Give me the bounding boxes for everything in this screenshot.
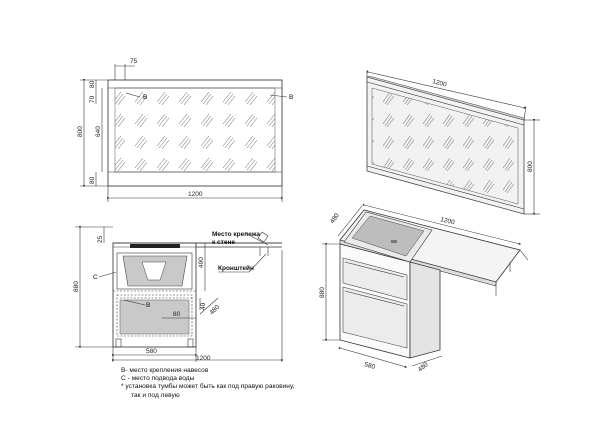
note-line-4: так и под левую bbox=[131, 391, 180, 399]
mirror-frame bbox=[107, 79, 283, 187]
label-mount: Место крепежа bbox=[212, 231, 260, 238]
note-line-1: В- место крепления навесов bbox=[121, 367, 209, 374]
dim-40: 40 bbox=[200, 302, 207, 310]
dim-490: 490 bbox=[198, 257, 205, 268]
mark-b-right: B bbox=[289, 94, 293, 101]
cabinet-iso-view: 480 1200 880 580 480 bbox=[319, 203, 529, 374]
dim-800-iso: 800 bbox=[527, 161, 534, 172]
dim-480-front: 480 bbox=[208, 304, 221, 317]
dim-480-iso-top: 480 bbox=[329, 212, 341, 225]
drawer-top-iso bbox=[342, 257, 408, 301]
cabinet-front-view: C B Место крепежа к стене Кронштейн 880 … bbox=[73, 225, 284, 362]
dim-480-iso-bottom: 480 bbox=[417, 361, 430, 374]
dim-880-front: 880 bbox=[73, 281, 80, 292]
mark-c: C bbox=[93, 274, 98, 281]
sink-edge bbox=[130, 244, 180, 248]
dim-80-bottom: 80 bbox=[89, 176, 96, 184]
dim-1200-cabinet: 1200 bbox=[196, 355, 211, 362]
dim-580-front: 580 bbox=[146, 348, 157, 355]
dim-800-front: 800 bbox=[77, 126, 84, 137]
dim-75: 75 bbox=[130, 58, 138, 65]
dim-880-iso: 880 bbox=[319, 287, 326, 298]
dim-640: 640 bbox=[95, 126, 102, 137]
dim-1200-iso: 1200 bbox=[440, 216, 456, 226]
label-bracket: Кронштейн bbox=[218, 264, 254, 272]
dim-580-iso: 580 bbox=[363, 361, 376, 371]
lower-drawer-shade bbox=[119, 299, 190, 335]
label-mount-2: к стене bbox=[212, 239, 235, 246]
note-line-2: С - место подвода воды bbox=[121, 375, 195, 383]
notes-block: В- место крепления навесов С - место под… bbox=[121, 367, 294, 400]
dim-25: 25 bbox=[97, 235, 104, 243]
note-line-3: * установка тумбы может быть как под пра… bbox=[121, 383, 295, 391]
mirror-glass bbox=[114, 87, 276, 173]
dim-80-top: 80 bbox=[89, 80, 96, 88]
cabinet-body bbox=[112, 242, 197, 348]
dim-1200-iso-mirror: 1200 bbox=[431, 78, 447, 89]
dim-80-cabinet: 80 bbox=[173, 311, 181, 318]
mark-b-left: B bbox=[143, 94, 147, 101]
mark-b-cabinet: B bbox=[146, 302, 150, 309]
mirror-front-view: B B 75 800 80 70 640 80 1200 bbox=[77, 58, 293, 202]
dim-1200-front: 1200 bbox=[188, 191, 203, 198]
dim-70: 70 bbox=[89, 95, 96, 103]
mirror-iso-view: 1200 800 bbox=[366, 70, 540, 216]
